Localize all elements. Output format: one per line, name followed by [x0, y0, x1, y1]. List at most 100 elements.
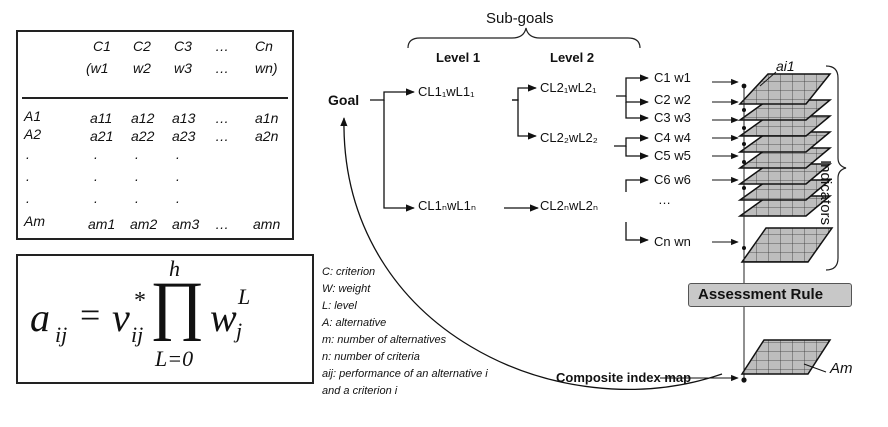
matrix-alt-dot-1: .: [26, 146, 30, 162]
formula-lhs-sub: ij: [55, 322, 68, 347]
level2-criterion-1: CL2₁wL2₁: [540, 80, 597, 95]
matrix-criterion-2: C2: [133, 38, 151, 54]
matrix-cell: am1: [88, 216, 116, 232]
matrix-criterion-1: C1: [93, 38, 111, 54]
matrix-criterion-n: Cn: [255, 38, 273, 54]
legend-item: m: number of alternatives: [322, 334, 447, 346]
indicator-label: Cn wn: [654, 234, 691, 249]
legend-item: C: criterion: [322, 266, 376, 278]
indicator-layer-n: [740, 227, 834, 263]
matrix-alt-1: A1: [24, 108, 42, 124]
matrix-cell: a12: [131, 110, 155, 126]
subgoals-label: Sub-goals: [486, 10, 554, 27]
level2-connector: [616, 74, 649, 97]
matrix-cell: a21: [90, 128, 114, 144]
formula-v-sup: *: [134, 288, 146, 314]
level1-criterion-n: CL1ₙwL1ₙ: [418, 198, 477, 213]
formula-product-top: h: [169, 256, 180, 281]
matrix-cell: .: [94, 190, 98, 206]
matrix-cell: a1n: [255, 110, 279, 126]
matrix-cell: .: [176, 146, 180, 162]
formula-w-sub: j: [236, 318, 243, 343]
level2-connector: [625, 96, 649, 106]
matrix-cell: .: [94, 168, 98, 184]
legend-item: n: number of criteria: [322, 351, 420, 363]
goal-connector: [383, 100, 415, 212]
layer-cell-label: ai1: [776, 58, 795, 74]
legend-item: and a criterion i: [322, 385, 398, 397]
indicator-ellipsis: …: [658, 192, 671, 207]
formula-equals: =: [80, 295, 101, 335]
matrix-alt-dot-2: .: [26, 168, 30, 184]
matrix-alt-2: A2: [24, 126, 42, 142]
level2-connector: [625, 176, 649, 192]
matrix-cell: amn: [253, 216, 281, 232]
level2-connector: [625, 222, 649, 244]
level1-connector: [512, 84, 537, 101]
matrix-alt-dot-3: .: [26, 190, 30, 206]
matrix-cell: …: [215, 216, 229, 232]
matrix-cell: …: [215, 110, 229, 126]
formula-panel: [16, 254, 314, 384]
formula-product-bottom: L=0: [155, 346, 194, 371]
formula-w: w: [210, 295, 237, 340]
indicator-label: C4 w4: [654, 130, 691, 145]
matrix-cell: .: [135, 190, 139, 206]
assessment-rule-box: [688, 283, 852, 307]
goal-label: Goal: [328, 92, 360, 108]
level1-connector: [512, 99, 537, 140]
legend-item: A: alternative: [322, 317, 387, 329]
indicator-label: C3 w3: [654, 110, 691, 125]
formula-v-sub: ij: [131, 322, 144, 347]
level2-criterion-2: CL2₂wL2₂: [540, 130, 598, 145]
alternative-map-label: Am: [830, 360, 853, 377]
indicator-label: C1 w1: [654, 70, 691, 85]
formula-w-sup: L: [238, 284, 251, 309]
matrix-cell: am3: [172, 216, 200, 232]
legend-item: aij: performance of an alternative i: [322, 368, 488, 380]
matrix-weight-n: wn): [255, 60, 278, 76]
indicators-brace: [825, 65, 847, 271]
level1-criterion-1: CL1₁wL1₁: [418, 84, 475, 99]
level2-connector: [614, 134, 649, 147]
composite-index-label: Composite index map: [556, 370, 692, 385]
level1-label: Level 1: [436, 50, 481, 65]
matrix-cell: .: [94, 146, 98, 162]
matrix-alt-m: Am: [24, 213, 45, 229]
feedback-curve: [340, 117, 723, 390]
legend-item: L: level: [322, 300, 357, 312]
level2-connector: [625, 146, 649, 160]
matrix-header-divider: [22, 97, 288, 99]
matrix-criterion-3: C3: [174, 38, 192, 54]
indicator-layer-stack: [737, 73, 833, 217]
decision-matrix-panel: [16, 30, 294, 240]
level2-label: Level 2: [550, 50, 595, 65]
formula-lhs: a: [30, 295, 50, 340]
matrix-weight-ellipsis: …: [215, 60, 229, 76]
matrix-cell: am2: [130, 216, 158, 232]
indicators-label: Indicators: [817, 160, 834, 226]
matrix-weight-2: w2: [133, 60, 151, 76]
matrix-cell: a13: [172, 110, 196, 126]
legend-item: W: weight: [322, 283, 371, 295]
subgoals-brace: [407, 27, 641, 49]
matrix-cell: .: [176, 190, 180, 206]
matrix-cell: .: [176, 168, 180, 184]
matrix-cell: …: [215, 128, 229, 144]
matrix-cell: a2n: [255, 128, 279, 144]
matrix-cell: .: [135, 146, 139, 162]
level2-criterion-n: CL2ₙwL2ₙ: [540, 198, 599, 213]
assessment-rule-label: Assessment Rule: [698, 286, 824, 303]
indicator-label: C2 w2: [654, 92, 691, 107]
matrix-cell: a11: [90, 110, 113, 126]
formula-v: v: [112, 295, 130, 340]
matrix-cell: a22: [131, 128, 155, 144]
formula-product-symbol: ∏: [150, 269, 205, 342]
matrix-cell: .: [135, 168, 139, 184]
matrix-weight-1: (w1: [86, 60, 109, 76]
indicator-label: C6 w6: [654, 172, 691, 187]
indicator-label: C5 w5: [654, 148, 691, 163]
matrix-weight-3: w3: [174, 60, 192, 76]
goal-connector: [370, 88, 415, 101]
